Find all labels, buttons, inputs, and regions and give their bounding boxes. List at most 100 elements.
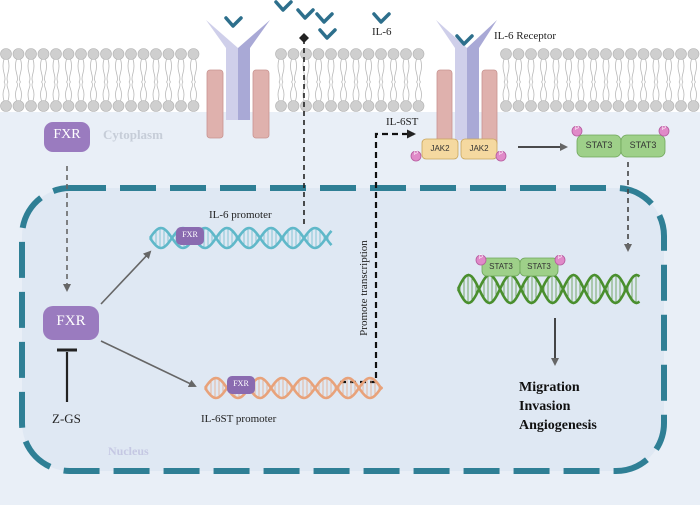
nucleus-label: Nucleus (108, 444, 149, 458)
lipid-tail (140, 81, 147, 102)
lipid-tail (577, 81, 585, 102)
lipid-tail (302, 58, 310, 83)
lipid-tail (27, 58, 35, 83)
fxr-bound-il6-label: FXR (182, 230, 198, 239)
il6st-label: IL-6ST (386, 116, 419, 128)
lipid-head (137, 100, 150, 112)
outcome-angiogenesis: Angiogenesis (519, 418, 597, 433)
lipid-tail (640, 81, 647, 102)
lipid-tail (552, 58, 560, 83)
lipid-head (525, 100, 537, 112)
lipid-head (287, 48, 300, 60)
lipid-tail (627, 58, 635, 83)
lipid-head (512, 48, 525, 60)
lipid-tail (677, 81, 685, 102)
stat3-cyto-a-label: STAT3 (585, 140, 613, 150)
lipid-head (412, 100, 425, 112)
lipid-tail (290, 58, 297, 83)
lipid-tail (602, 58, 610, 83)
lipid-head (612, 48, 625, 60)
lipid-head (62, 48, 75, 60)
lipid-tail (377, 58, 385, 83)
ligand (224, 16, 243, 28)
lipid-head (575, 100, 587, 112)
lipid-head (512, 100, 525, 112)
lipid-tail (165, 58, 172, 83)
il6-receptor-label: IL-6 Receptor (494, 30, 556, 42)
lipid-tail (627, 81, 635, 102)
jak2-right (460, 138, 498, 160)
lipid-head (75, 100, 87, 112)
lipid-head (387, 48, 400, 60)
lipid-head (625, 48, 637, 60)
fxr-bound-il6st (227, 376, 255, 394)
stat3-nuc-b (519, 257, 559, 277)
lipid-tail (602, 81, 610, 102)
lipid-head (600, 100, 612, 112)
lipid-tail (515, 81, 522, 102)
lipid-tail (690, 58, 697, 83)
cell-membrane (0, 48, 700, 112)
lipid-tail (277, 81, 285, 102)
lipid-tail (652, 58, 660, 83)
lipid-head (125, 48, 137, 60)
phospho-dot (475, 254, 487, 266)
lipid-head (625, 100, 637, 112)
il6-receptor-left (206, 20, 270, 139)
ligand (274, 0, 293, 12)
lipid-head (537, 48, 550, 60)
lipid-tail (415, 58, 422, 83)
il6-receptor-right (436, 20, 498, 147)
jak2-right-label: JAK2 (469, 144, 489, 153)
stat3-nuc-a-label: STAT3 (489, 262, 513, 271)
lipid-tail (527, 58, 535, 83)
phospho-dot (410, 150, 422, 162)
lipid-head (362, 100, 375, 112)
lipid-head (412, 48, 425, 60)
lipid-tail (315, 58, 322, 83)
lipid-tail (40, 58, 47, 83)
lipid-tail (102, 58, 110, 83)
lipid-head (112, 100, 125, 112)
lipid-head (25, 48, 37, 60)
lipid-head (550, 100, 562, 112)
lipid-head (150, 48, 162, 60)
lipid-tail (140, 58, 147, 83)
cytoplasm-label: Cytoplasm (103, 127, 163, 142)
lipid-head (362, 48, 375, 60)
lipid-tail (77, 58, 85, 83)
phospho-label: P (498, 151, 503, 157)
lipid-head (587, 48, 600, 60)
secretion-diamond (299, 33, 309, 43)
stat3-cyto-b (620, 134, 666, 158)
lipid-tail (377, 81, 385, 102)
lipid-head (137, 48, 150, 60)
lipid-tail (165, 81, 172, 102)
ligand (455, 34, 474, 46)
lipid-tail (52, 58, 60, 83)
ligand (296, 8, 315, 20)
lipid-head (175, 48, 187, 60)
phospho-label: P (574, 126, 579, 132)
lipid-head (275, 100, 287, 112)
lipid-head (400, 100, 412, 112)
jak2-left (421, 138, 459, 160)
lipid-head (550, 48, 562, 60)
lipid-head (350, 100, 362, 112)
lipid-head (62, 100, 75, 112)
dna-strand (148, 226, 333, 250)
lipid-tail (577, 58, 585, 83)
lipid-head (100, 100, 112, 112)
lipid-tail (90, 58, 97, 83)
lipid-head (387, 100, 400, 112)
lipid-head (675, 100, 687, 112)
lipid-head (687, 48, 700, 60)
il6-label: IL-6 (372, 26, 392, 38)
lipid-head (187, 48, 200, 60)
dna-strand (203, 376, 384, 400)
lipid-head (12, 48, 25, 60)
lipid-head (650, 100, 662, 112)
lipid-head (275, 48, 287, 60)
lipid-head (37, 48, 50, 60)
